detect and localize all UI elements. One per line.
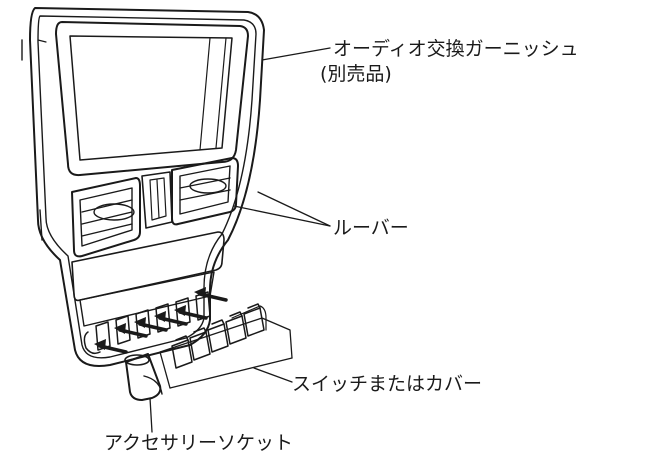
accessory-socket-part	[124, 353, 163, 401]
accessory-socket-label: アクセサリーソケット	[104, 432, 294, 454]
center-vent	[141, 171, 173, 229]
louver-label: ルーバー	[333, 217, 409, 239]
leader-lines	[149, 47, 331, 433]
audio-opening	[55, 21, 249, 177]
switches-covers	[171, 303, 267, 369]
switch-cover-label: スイッチまたはカバー	[292, 373, 483, 395]
switch-bracket	[159, 317, 293, 389]
switch-slots	[83, 291, 211, 355]
louver-right	[171, 157, 239, 226]
louver-left	[71, 177, 141, 258]
audio-garnish-note: (別売品)	[320, 63, 392, 85]
audio-garnish-label: オーディオ交換ガーニッシュ	[333, 38, 579, 60]
audio-garnish-panel	[21, 7, 265, 367]
